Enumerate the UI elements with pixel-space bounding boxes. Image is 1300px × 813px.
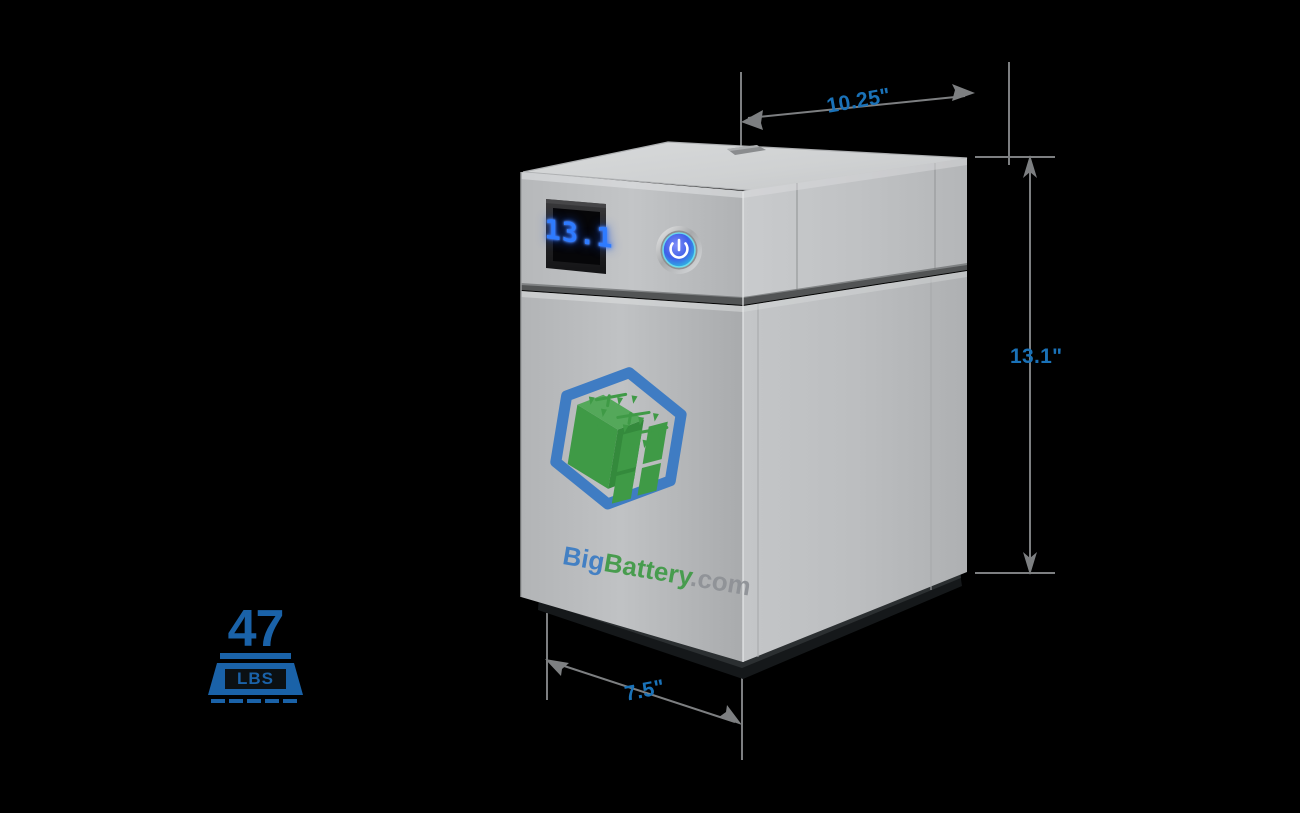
voltmeter-display: 13.1 [544, 198, 614, 270]
dim-line-depth [747, 95, 966, 119]
voltage-value: 13.1 [544, 213, 614, 255]
height-dimension-label: 13.1" [1010, 345, 1063, 368]
arrowhead-height-bottom [1023, 552, 1037, 575]
weight-value: 47 [227, 600, 285, 658]
top-handle-highlight [727, 145, 759, 151]
weight-unit: LBS [237, 669, 274, 688]
lower-side-highlight [743, 271, 967, 312]
arrowhead-width-left [545, 659, 569, 676]
scale-icon [208, 653, 303, 703]
top-handle [727, 145, 766, 155]
arrowhead-depth-right [952, 84, 975, 101]
dimension-lines [546, 62, 1055, 760]
lid-seam [521, 263, 967, 305]
upper-front-highlight [521, 172, 743, 198]
battery-upper-side-panel [743, 158, 967, 298]
weight-badge: 47 LBS [193, 600, 318, 705]
upper-side-seams [796, 163, 936, 290]
lower-side-seams [757, 277, 932, 657]
dimension-arrowheads [545, 84, 1037, 725]
voltmeter-bezel [546, 199, 606, 274]
battery-lower-side-panel [743, 271, 967, 662]
dim-line-width [551, 661, 736, 723]
wordmark-big: Big [560, 540, 607, 577]
lower-front-highlight [521, 291, 743, 312]
logo-arrow-tines [588, 395, 664, 452]
power-button-graphic [656, 226, 702, 274]
arrowhead-depth-left [741, 110, 763, 130]
bigbattery-logo-mark [550, 367, 687, 510]
arrowhead-height-top [1023, 155, 1037, 178]
arrowhead-width-right [719, 705, 742, 725]
upper-side-highlight [743, 158, 967, 198]
